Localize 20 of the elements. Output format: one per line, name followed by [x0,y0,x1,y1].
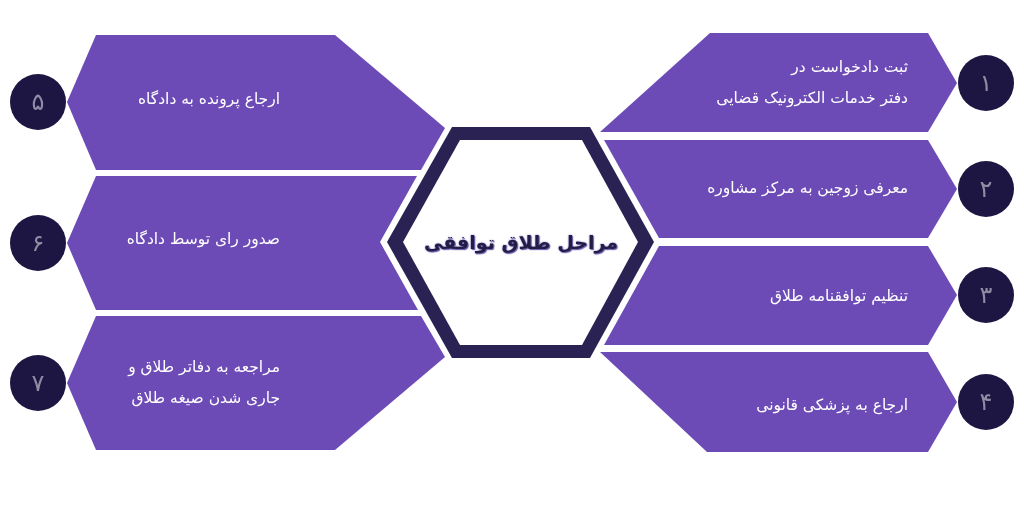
step-text: صدور رای توسط دادگاه [126,228,280,251]
step-number: ۵ [10,74,66,130]
step-text: ارجاع پرونده به دادگاه [138,88,280,111]
step-text: ثبت دادخواست در دفتر خدمات الکترونیک قضایی [716,57,908,109]
step-panel [600,352,957,452]
step-text: تنظیم توافقنامه طلاق [769,285,908,307]
step-text: معرفی زوجین به مرکز مشاوره [707,177,908,200]
step-text: مراجعه به دفاتر طلاق و جاری شدن صیغه طلاق [128,357,280,409]
step-number: ۲ [958,161,1014,217]
step-panel [67,176,418,310]
step-number: ۴ [958,374,1014,430]
step-text: ارجاع به پزشکی قانونی [756,394,908,417]
step-panel [600,33,957,132]
heading-text: مراحل طلاق توافقی [423,231,619,253]
step-number: ۳ [958,267,1014,323]
step-number: ۷ [10,355,66,411]
step-panel [67,35,445,170]
step-panel [67,316,445,450]
step-number: ۶ [10,215,66,271]
step-number: ۱ [958,55,1014,111]
